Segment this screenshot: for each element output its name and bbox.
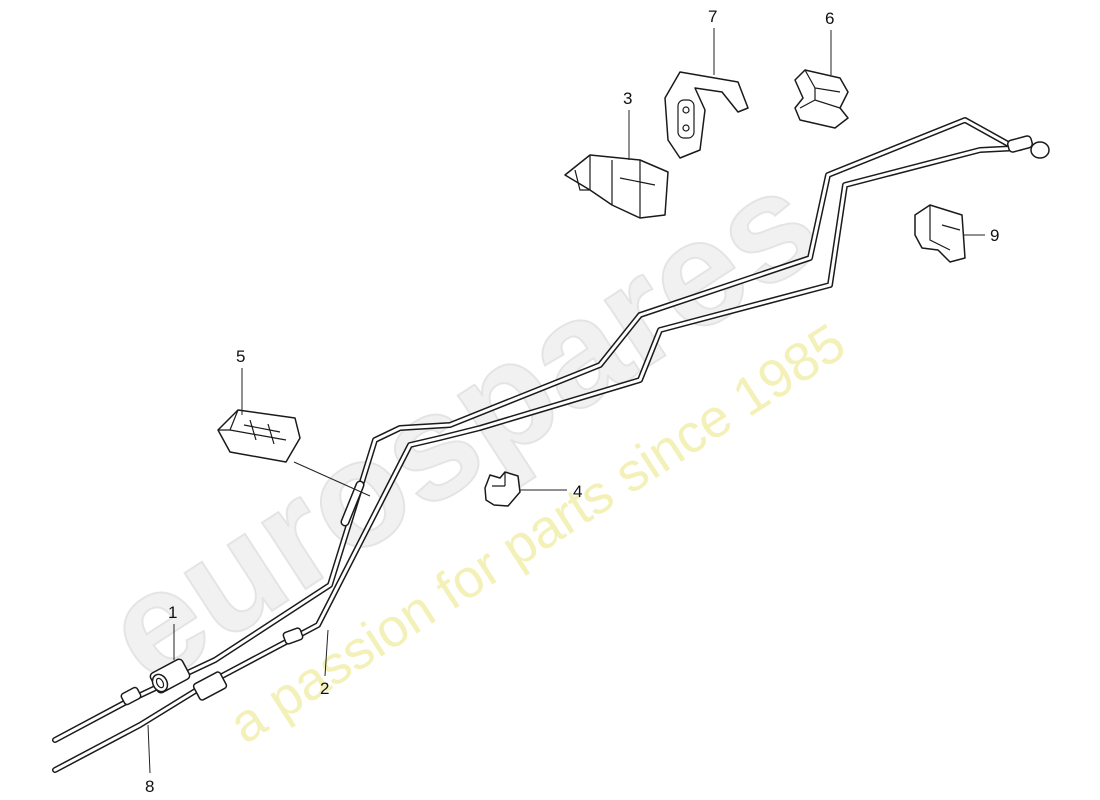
callout-2: 2: [320, 629, 329, 698]
part-4-clip: [484, 471, 521, 507]
callout-7: 7: [708, 7, 717, 75]
part-5-holder: [217, 409, 371, 497]
part-7-clamp: [664, 71, 749, 159]
callout-3-label: 3: [623, 89, 632, 108]
callout-5-label: 5: [236, 347, 245, 366]
callout-1-label: 1: [168, 603, 177, 622]
protective-sleeve: [340, 480, 365, 527]
callout-9-label: 9: [990, 226, 999, 245]
part-5-leader: [293, 461, 371, 497]
callout-8: 8: [145, 724, 154, 796]
callout-3: 3: [623, 89, 632, 160]
callout-4-label: 4: [573, 482, 582, 501]
part-1-union-nut: [149, 658, 191, 694]
part-6-clip: [794, 69, 849, 129]
callout-8-leader: [147, 724, 151, 774]
part-9-bracket: [914, 204, 966, 263]
watermark: eurospares a passion for parts since 198…: [75, 134, 856, 755]
callout-7-label: 7: [708, 7, 717, 26]
part-3-clip: [564, 154, 669, 219]
callout-2-label: 2: [320, 679, 329, 698]
line-end-fitting-right: [1007, 135, 1050, 159]
callout-4: 4: [520, 482, 582, 501]
callout-6: 6: [825, 9, 834, 75]
callout-9: 9: [963, 226, 999, 245]
callout-1: 1: [168, 603, 177, 660]
brake-line-upper: [52, 117, 1013, 743]
callout-6-label: 6: [825, 9, 834, 28]
part-8-fitting: [120, 671, 228, 706]
part-2-fitting: [282, 627, 304, 645]
callout-2-leader: [324, 629, 329, 677]
callout-8-label: 8: [145, 777, 154, 796]
callout-5: 5: [236, 347, 245, 415]
